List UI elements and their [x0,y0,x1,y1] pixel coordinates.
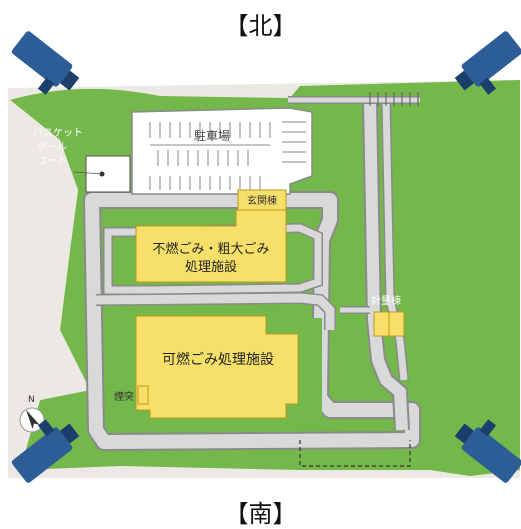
inner-road-fill [95,293,335,330]
dashed-boundary [299,440,411,467]
chimney [137,385,149,405]
noncombustible-label-line-1: 不燃ごみ・粗大ごみ [152,241,269,257]
surveillance-camera-icon [454,31,521,95]
svg-text:N: N [28,395,35,405]
basketball-leader [73,171,103,175]
lawn-left-strip [8,100,90,470]
combustible-building [135,315,299,419]
parking-lot [131,107,313,195]
surveillance-camera-icon [11,419,80,483]
lawn-island-4 [302,318,322,418]
lawn-island-1 [116,244,136,284]
compass-north-icon: N [19,395,45,433]
combustible-label: 可燃ごみ処理施設 [162,351,274,368]
south-label: 【南】 [224,500,297,528]
noncombustible-label-line-2: 処理施設 [185,259,237,275]
entrance-label: 玄関棟 [247,194,277,207]
surveillance-camera-icon [454,419,521,483]
gate-bars [369,92,419,106]
basketball-label-line-2: ボール [37,141,67,153]
lawn-island-3 [112,314,134,424]
chimney-label: 煙突 [114,390,134,403]
outer-road-fill [85,193,419,449]
noncombustible-building [135,209,287,283]
parking-label: 駐車場 [194,128,230,143]
basketball-label-line-1: バスケット [33,127,83,139]
north-label: 【北】 [224,12,297,40]
basketball-court [85,155,131,193]
lawn-island-2 [290,244,312,280]
surveillance-camera-icon [11,31,80,95]
weighing-label: 計量棟 [371,294,401,307]
parking-stalls [149,121,306,190]
basketball-label-line-3: コート [37,156,67,167]
